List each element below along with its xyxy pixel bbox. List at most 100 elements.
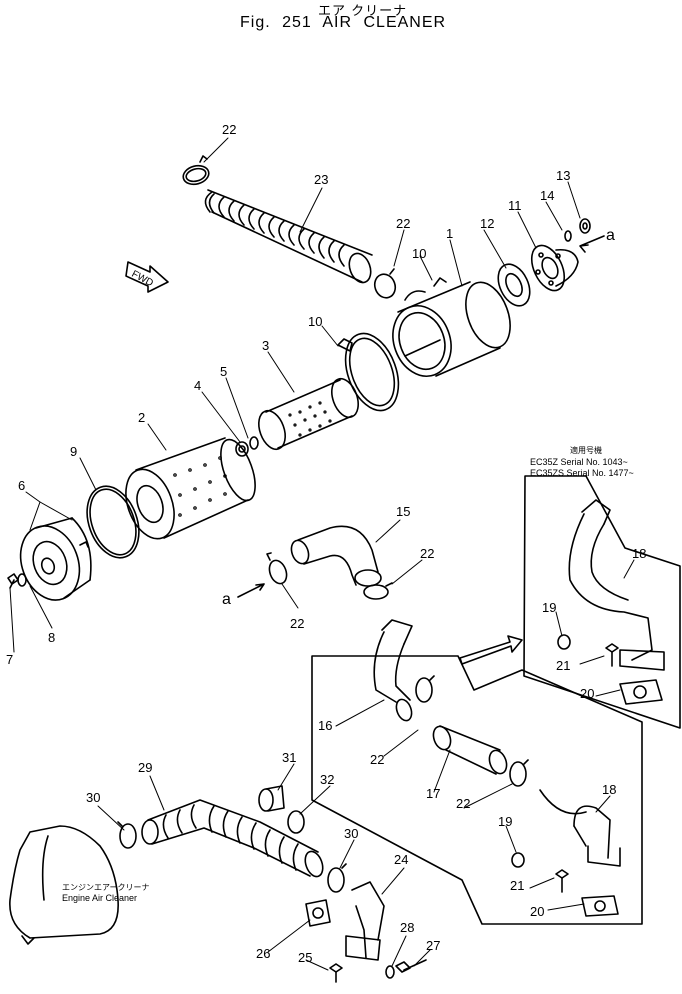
hose-clamp-22f [509, 759, 529, 787]
callout-1: 1 [446, 226, 453, 241]
callout-2: 2 [138, 410, 145, 425]
elbow-pipe-15 [290, 525, 382, 587]
callout-3: 3 [262, 338, 269, 353]
air-cleaner-body-1 [392, 277, 511, 377]
hose-clamp-22c [266, 552, 288, 585]
wing-bolt-7 [7, 573, 19, 589]
bolt-21 [555, 869, 569, 893]
bolt-27 [395, 959, 427, 973]
callout-29: 29 [138, 760, 152, 775]
callout-22: 22 [396, 216, 410, 231]
callout-18: 18 [602, 782, 616, 797]
corrugated-hose-23 [204, 189, 373, 284]
callout-15: 15 [396, 504, 410, 519]
engine-air-cleaner [9, 825, 119, 945]
callout-16: 16 [318, 718, 332, 733]
callout-27: 27 [426, 938, 440, 953]
arrow-a-upper [579, 235, 605, 253]
serial-inset-frame [523, 475, 681, 729]
callout-23: 23 [314, 172, 328, 187]
callout-19: 19 [542, 600, 556, 615]
hose-clamp-30a [117, 821, 137, 849]
nut-13 [579, 218, 591, 234]
band-clamp-10 [337, 332, 400, 412]
wing-nut-4 [235, 441, 249, 457]
fwd-arrow [125, 261, 169, 293]
figure-title-japanese: エア クリーナ [318, 4, 408, 19]
bolt-25 [329, 963, 343, 983]
callout-13: 13 [556, 168, 570, 183]
callout-22: 22 [290, 616, 304, 631]
engine-label-english: Engine Air Cleaner [62, 893, 137, 903]
inner-element-3 [258, 377, 359, 451]
washer-28 [385, 965, 395, 979]
plug-19 [511, 852, 525, 868]
serial-note-line2: EC35ZS Serial No. 1477~ [530, 468, 634, 478]
callout-5: 5 [220, 364, 227, 379]
hose-clamp-22a [182, 155, 210, 186]
serial-note-line1: EC35Z Serial No. 1043~ [530, 457, 628, 467]
washer-14 [564, 230, 572, 242]
leader-lines [9, 137, 635, 971]
arrow-a-upper-label: a [606, 227, 615, 244]
flange-11 [530, 244, 579, 292]
direction-arrow [459, 635, 523, 665]
callout-22: 22 [456, 796, 470, 811]
callout-11: 11 [508, 198, 522, 213]
gasket-20 [581, 895, 619, 917]
callout-14: 14 [540, 188, 554, 203]
callout-24: 24 [394, 852, 408, 867]
outer-element-2 [125, 437, 256, 540]
part-callouts: 2223221011211141310354296871522221819212… [6, 122, 646, 965]
hose-clamp-30b [327, 863, 347, 893]
hose-clamp-22e [415, 675, 435, 703]
gasket-12 [497, 263, 531, 307]
callout-26: 26 [256, 946, 270, 961]
fwd-label: FWD [130, 269, 155, 289]
callout-22: 22 [420, 546, 434, 561]
plug-19-inset [557, 634, 571, 650]
hose-31 [258, 785, 285, 812]
callout-7: 7 [6, 652, 13, 667]
gasket-8 [17, 573, 27, 587]
callout-10: 10 [308, 314, 322, 329]
callout-4: 4 [194, 378, 201, 393]
callout-9: 9 [70, 444, 77, 459]
callout-21: 21 [510, 878, 524, 893]
hose-clamp-32 [287, 810, 305, 834]
callout-17: 17 [426, 786, 440, 801]
callout-30: 30 [86, 790, 100, 805]
callout-32: 32 [320, 772, 334, 787]
bolt-21-inset [605, 643, 619, 667]
callout-20: 20 [580, 686, 594, 701]
callout-20: 20 [530, 904, 544, 919]
callout-25: 25 [298, 950, 312, 965]
corrugated-hose-29 [141, 799, 324, 878]
callout-18: 18 [632, 546, 646, 561]
pipe-18 [539, 789, 621, 867]
callout-6: 6 [18, 478, 25, 493]
figure-title: Fig. 251 AIR CLEANER [240, 14, 447, 31]
engine-label-japanese: エンジンエアークリーナ [62, 883, 150, 892]
callout-10: 10 [412, 246, 426, 261]
hose-17 [432, 725, 508, 775]
hose-clamp-22b [373, 268, 397, 299]
gasket-20-inset [619, 679, 663, 705]
elbow-24 [345, 881, 385, 961]
callout-28: 28 [400, 920, 414, 935]
serial-note-heading: 適用号機 [570, 445, 602, 455]
gasket-26 [305, 899, 331, 927]
callout-19: 19 [498, 814, 512, 829]
callout-8: 8 [48, 630, 55, 645]
callout-22: 22 [370, 752, 384, 767]
washer-5 [249, 436, 259, 450]
arrow-a-lower-label: a [222, 591, 231, 608]
pipe-16 [373, 619, 413, 722]
hose-clamp-22d [363, 582, 393, 600]
callout-30: 30 [344, 826, 358, 841]
pipe-18-inset [568, 499, 665, 671]
callout-21: 21 [556, 658, 570, 673]
callout-12: 12 [480, 216, 494, 231]
